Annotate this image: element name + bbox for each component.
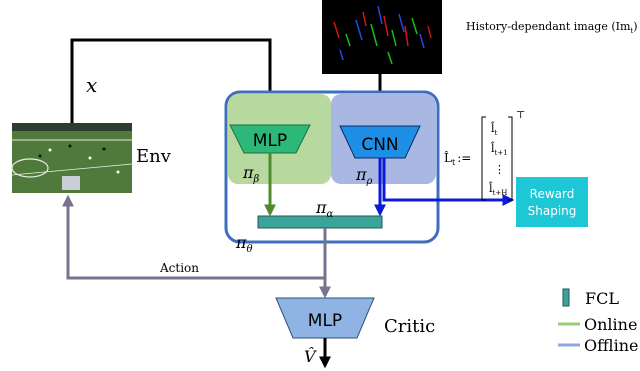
matrix-right-bracket (508, 116, 513, 201)
action-loop-line (62, 194, 327, 280)
fcl-layer (257, 215, 383, 229)
policy-mlp-label: MLP (253, 131, 287, 151)
legend-online-label: Online (584, 315, 637, 334)
prediction-row-3: l̂t+H (489, 182, 508, 197)
prediction-transpose: ⊤ (516, 110, 525, 121)
cnn-block (339, 125, 421, 159)
critic-output-label: V̂ (304, 347, 317, 366)
history-image (322, 0, 442, 74)
legend-offline-label: Offline (584, 336, 639, 355)
reward-shaping-box (516, 177, 588, 227)
critic-mlp-label: MLP (308, 311, 342, 331)
prediction-lhs: L̂t:= (444, 150, 471, 167)
prediction-row-0: l̂t (491, 122, 498, 137)
prediction-row-1: l̂t+1 (491, 142, 508, 157)
pi-theta-label: πθ (235, 233, 253, 255)
x-label: x (86, 73, 97, 97)
matrix-left-bracket (481, 116, 486, 201)
pi-alpha-label: πα (315, 198, 334, 220)
pi-beta-label: πβ (242, 163, 260, 185)
cnn-label: CNN (361, 135, 398, 155)
prediction-row-2: ⋮ (494, 163, 505, 176)
reward-shaping-line1: Reward (530, 187, 575, 201)
policy-mlp-block (229, 124, 311, 154)
legend-fcl-label: FCL (585, 289, 619, 308)
cnn-to-reward-arrow (382, 158, 515, 206)
legend-fcl-swatch (562, 288, 570, 307)
env-image (11, 123, 133, 193)
history-image-label: History-dependant image (Imt) (466, 20, 638, 35)
pi-rho-label: πρ (355, 165, 373, 187)
env-label: Env (136, 146, 172, 167)
critic-label: Critic (384, 316, 435, 337)
x-feed-line (70, 38, 276, 125)
reward-shaping-line2: Shaping (528, 204, 577, 218)
action-label: Action (159, 261, 199, 275)
critic-mlp-block (275, 297, 375, 339)
